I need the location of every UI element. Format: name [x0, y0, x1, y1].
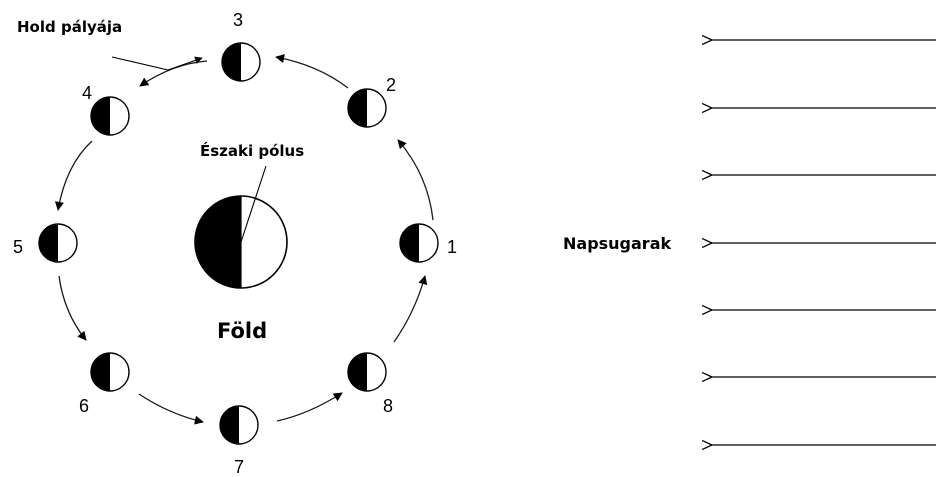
moons-layer	[38, 42, 439, 445]
north-pole-label: Északi pólus	[200, 141, 304, 160]
earth	[194, 195, 288, 289]
moon-number-8: 8	[383, 396, 393, 416]
orbit-arrow-5-6	[58, 275, 87, 341]
moon-5	[38, 223, 78, 263]
moon-4-dark-half	[91, 97, 110, 135]
moon-number-1: 1	[447, 237, 457, 257]
moon-5-dark-half	[39, 224, 58, 262]
moon-8-dark-half	[348, 353, 367, 391]
moon-number-6: 6	[79, 396, 89, 416]
orbit-arrow-7-8	[276, 392, 343, 422]
moon-3-outline	[221, 42, 261, 82]
sun-rays-layer	[712, 40, 936, 445]
earth-dark-half	[195, 196, 241, 288]
moon-number-7: 7	[234, 457, 244, 477]
orbit-pointer-arrow	[167, 56, 203, 71]
moon-3	[221, 42, 261, 82]
moon-6-outline	[90, 352, 130, 392]
orbit-arrow-1-2	[397, 139, 434, 221]
moon-1-outline	[399, 223, 439, 263]
moon-1-dark-half	[400, 224, 419, 262]
moon-2	[347, 88, 387, 128]
moon-1	[399, 223, 439, 263]
orbit-arrow-3-4	[139, 60, 208, 87]
moon-2-dark-half	[348, 89, 367, 127]
orbit-pointer-line	[111, 56, 169, 71]
moon-5-outline	[38, 223, 78, 263]
moon-number-4: 4	[82, 83, 92, 103]
moon-4	[90, 96, 130, 136]
moon-7-dark-half	[220, 406, 239, 444]
sun-rays-label: Napsugarak	[563, 234, 671, 253]
moon-7-outline	[219, 405, 259, 445]
moon-number-3: 3	[233, 10, 243, 30]
moon-8-outline	[347, 352, 387, 392]
orbit-label: Hold pályája	[17, 18, 122, 36]
orbit-arrow-8-1	[393, 275, 428, 343]
north-pole-pointer	[240, 165, 267, 243]
moon-8	[347, 352, 387, 392]
moon-number-labels: 1 2 3 4 5 6 7 8	[13, 10, 457, 477]
orbit-arrows	[54, 54, 434, 425]
orbit-arrow-6-7	[138, 393, 204, 425]
orbit-arrow-2-3	[275, 54, 349, 89]
moon-number-5: 5	[13, 237, 23, 257]
orbit-arrow-4-5	[54, 140, 93, 211]
earth-label: Föld	[217, 319, 267, 343]
moon-number-2: 2	[386, 75, 396, 95]
moon-2-outline	[347, 88, 387, 128]
moon-4-outline	[90, 96, 130, 136]
moon-3-dark-half	[222, 43, 241, 81]
moon-6	[90, 352, 130, 392]
moon-7	[219, 405, 259, 445]
moon-6-dark-half	[91, 353, 110, 391]
